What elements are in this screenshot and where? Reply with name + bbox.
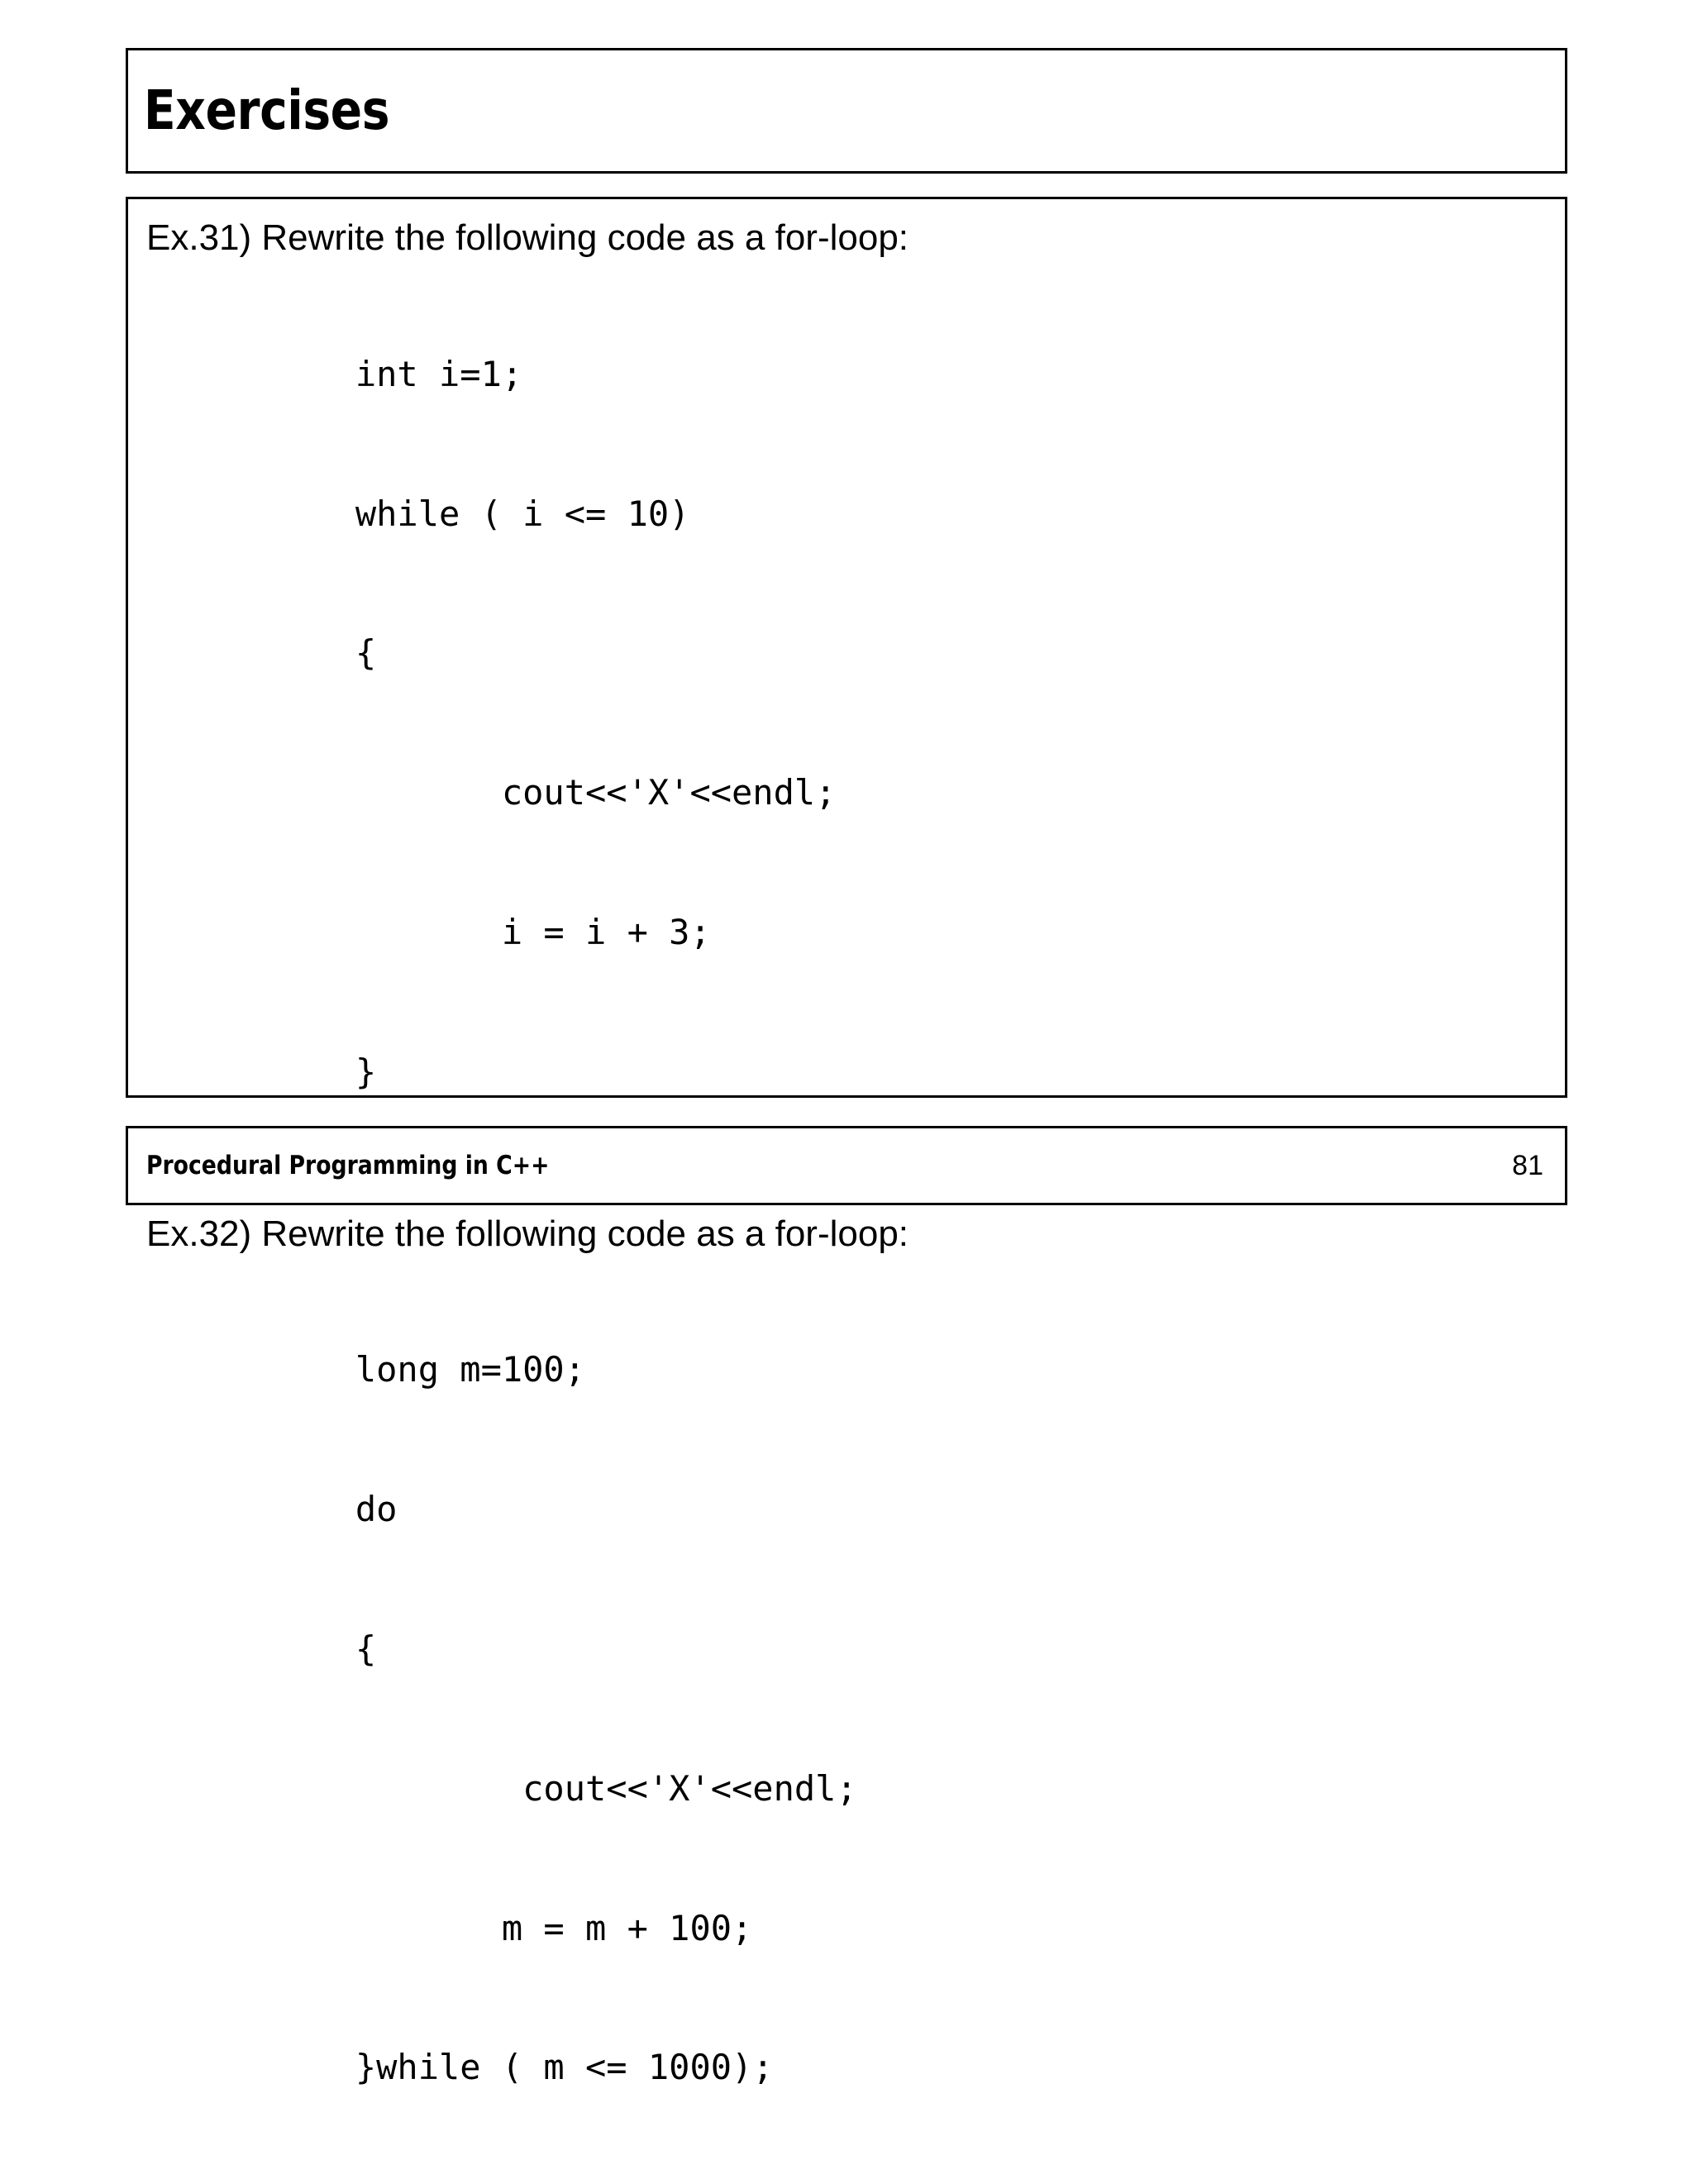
code-line: i = i + 3; <box>146 911 711 952</box>
code-line: { <box>146 1628 377 1669</box>
footer-course-label: Procedural Programming in C++ <box>146 1151 550 1180</box>
code-line: while ( i <= 10) <box>146 493 690 534</box>
footer-frame: Procedural Programming in C++ 81 <box>126 1126 1567 1205</box>
code-line: { <box>146 632 377 674</box>
code-line: do <box>146 1489 398 1530</box>
page-number: 81 <box>1512 1149 1543 1181</box>
exercise-heading-31: Ex.31) Rewrite the following code as a f… <box>146 217 909 258</box>
code-line: m = m + 100; <box>146 1907 753 1948</box>
slide: Exercises Ex.31) Rewrite the following c… <box>126 48 1567 2088</box>
code-line: long m=100; <box>146 1349 586 1390</box>
exercise-heading-32: Ex.32) Rewrite the following code as a f… <box>146 1213 909 1254</box>
content-frame: Ex.31) Rewrite the following code as a f… <box>126 197 1567 2087</box>
code-line: cout<<'X'<<endl; <box>146 772 837 813</box>
code-block-31: int i=1; while ( i <= 10) { cout<<'X'<<e… <box>128 258 1565 1188</box>
code-line: } <box>146 1051 377 1092</box>
code-line: cout<<'X'<<endl; <box>146 1767 857 1809</box>
code-line: }while ( m <= 1000); <box>146 2047 774 2088</box>
code-block-32: long m=100; do { cout<<'X'<<endl; m = m … <box>128 1254 1565 2184</box>
exercise-block-32: Ex.32) Rewrite the following code as a f… <box>128 1214 1565 2184</box>
title-frame: Exercises <box>126 48 1567 174</box>
exercise-block-31: Ex.31) Rewrite the following code as a f… <box>128 217 1565 1189</box>
page-title: Exercises <box>143 79 390 142</box>
code-line: int i=1; <box>146 353 523 394</box>
